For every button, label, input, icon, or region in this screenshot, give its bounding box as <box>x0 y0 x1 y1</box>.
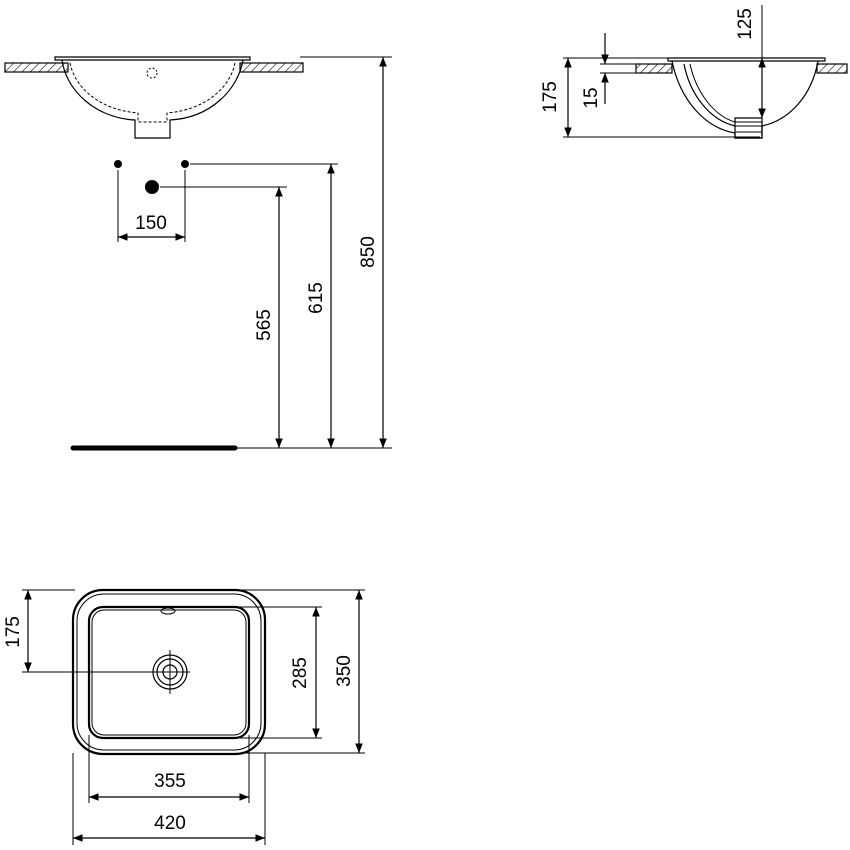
dim-outer-depth: 350 <box>334 655 355 687</box>
dim-depth-top: 125 <box>735 8 756 40</box>
basin-bowl-inner <box>69 62 236 123</box>
dim-inner-depth: 285 <box>290 657 311 689</box>
countertop-right <box>239 62 304 73</box>
dim-drain-offset: 175 <box>3 616 24 648</box>
side-countertop-left <box>635 63 673 74</box>
tap-hole-right <box>181 160 189 168</box>
dim-rim-thickness: 15 <box>581 87 602 108</box>
tap-hole-left <box>114 160 122 168</box>
side-view: 125 175 15 <box>540 5 848 139</box>
overflow-hole <box>146 67 158 79</box>
basin-rim <box>54 56 251 61</box>
dim-total-height: 850 <box>358 236 379 268</box>
basin-bowl-outer <box>61 59 244 139</box>
waste-center <box>145 180 159 194</box>
front-view: 150 565 615 850 <box>4 56 392 451</box>
dim-tap-spacing: 150 <box>135 213 167 234</box>
dim-inner-width: 355 <box>154 771 186 792</box>
dim-outer-width: 420 <box>154 813 186 834</box>
plan-view: 175 285 350 355 420 <box>3 588 365 845</box>
plan-overflow <box>160 607 176 615</box>
countertop-left <box>4 62 69 73</box>
dim-tap-height: 615 <box>306 282 327 314</box>
side-countertop-right <box>816 63 848 74</box>
dim-overall-depth: 175 <box>540 81 561 113</box>
dim-waste-height: 565 <box>254 309 275 341</box>
side-bowl-wall <box>683 63 736 127</box>
